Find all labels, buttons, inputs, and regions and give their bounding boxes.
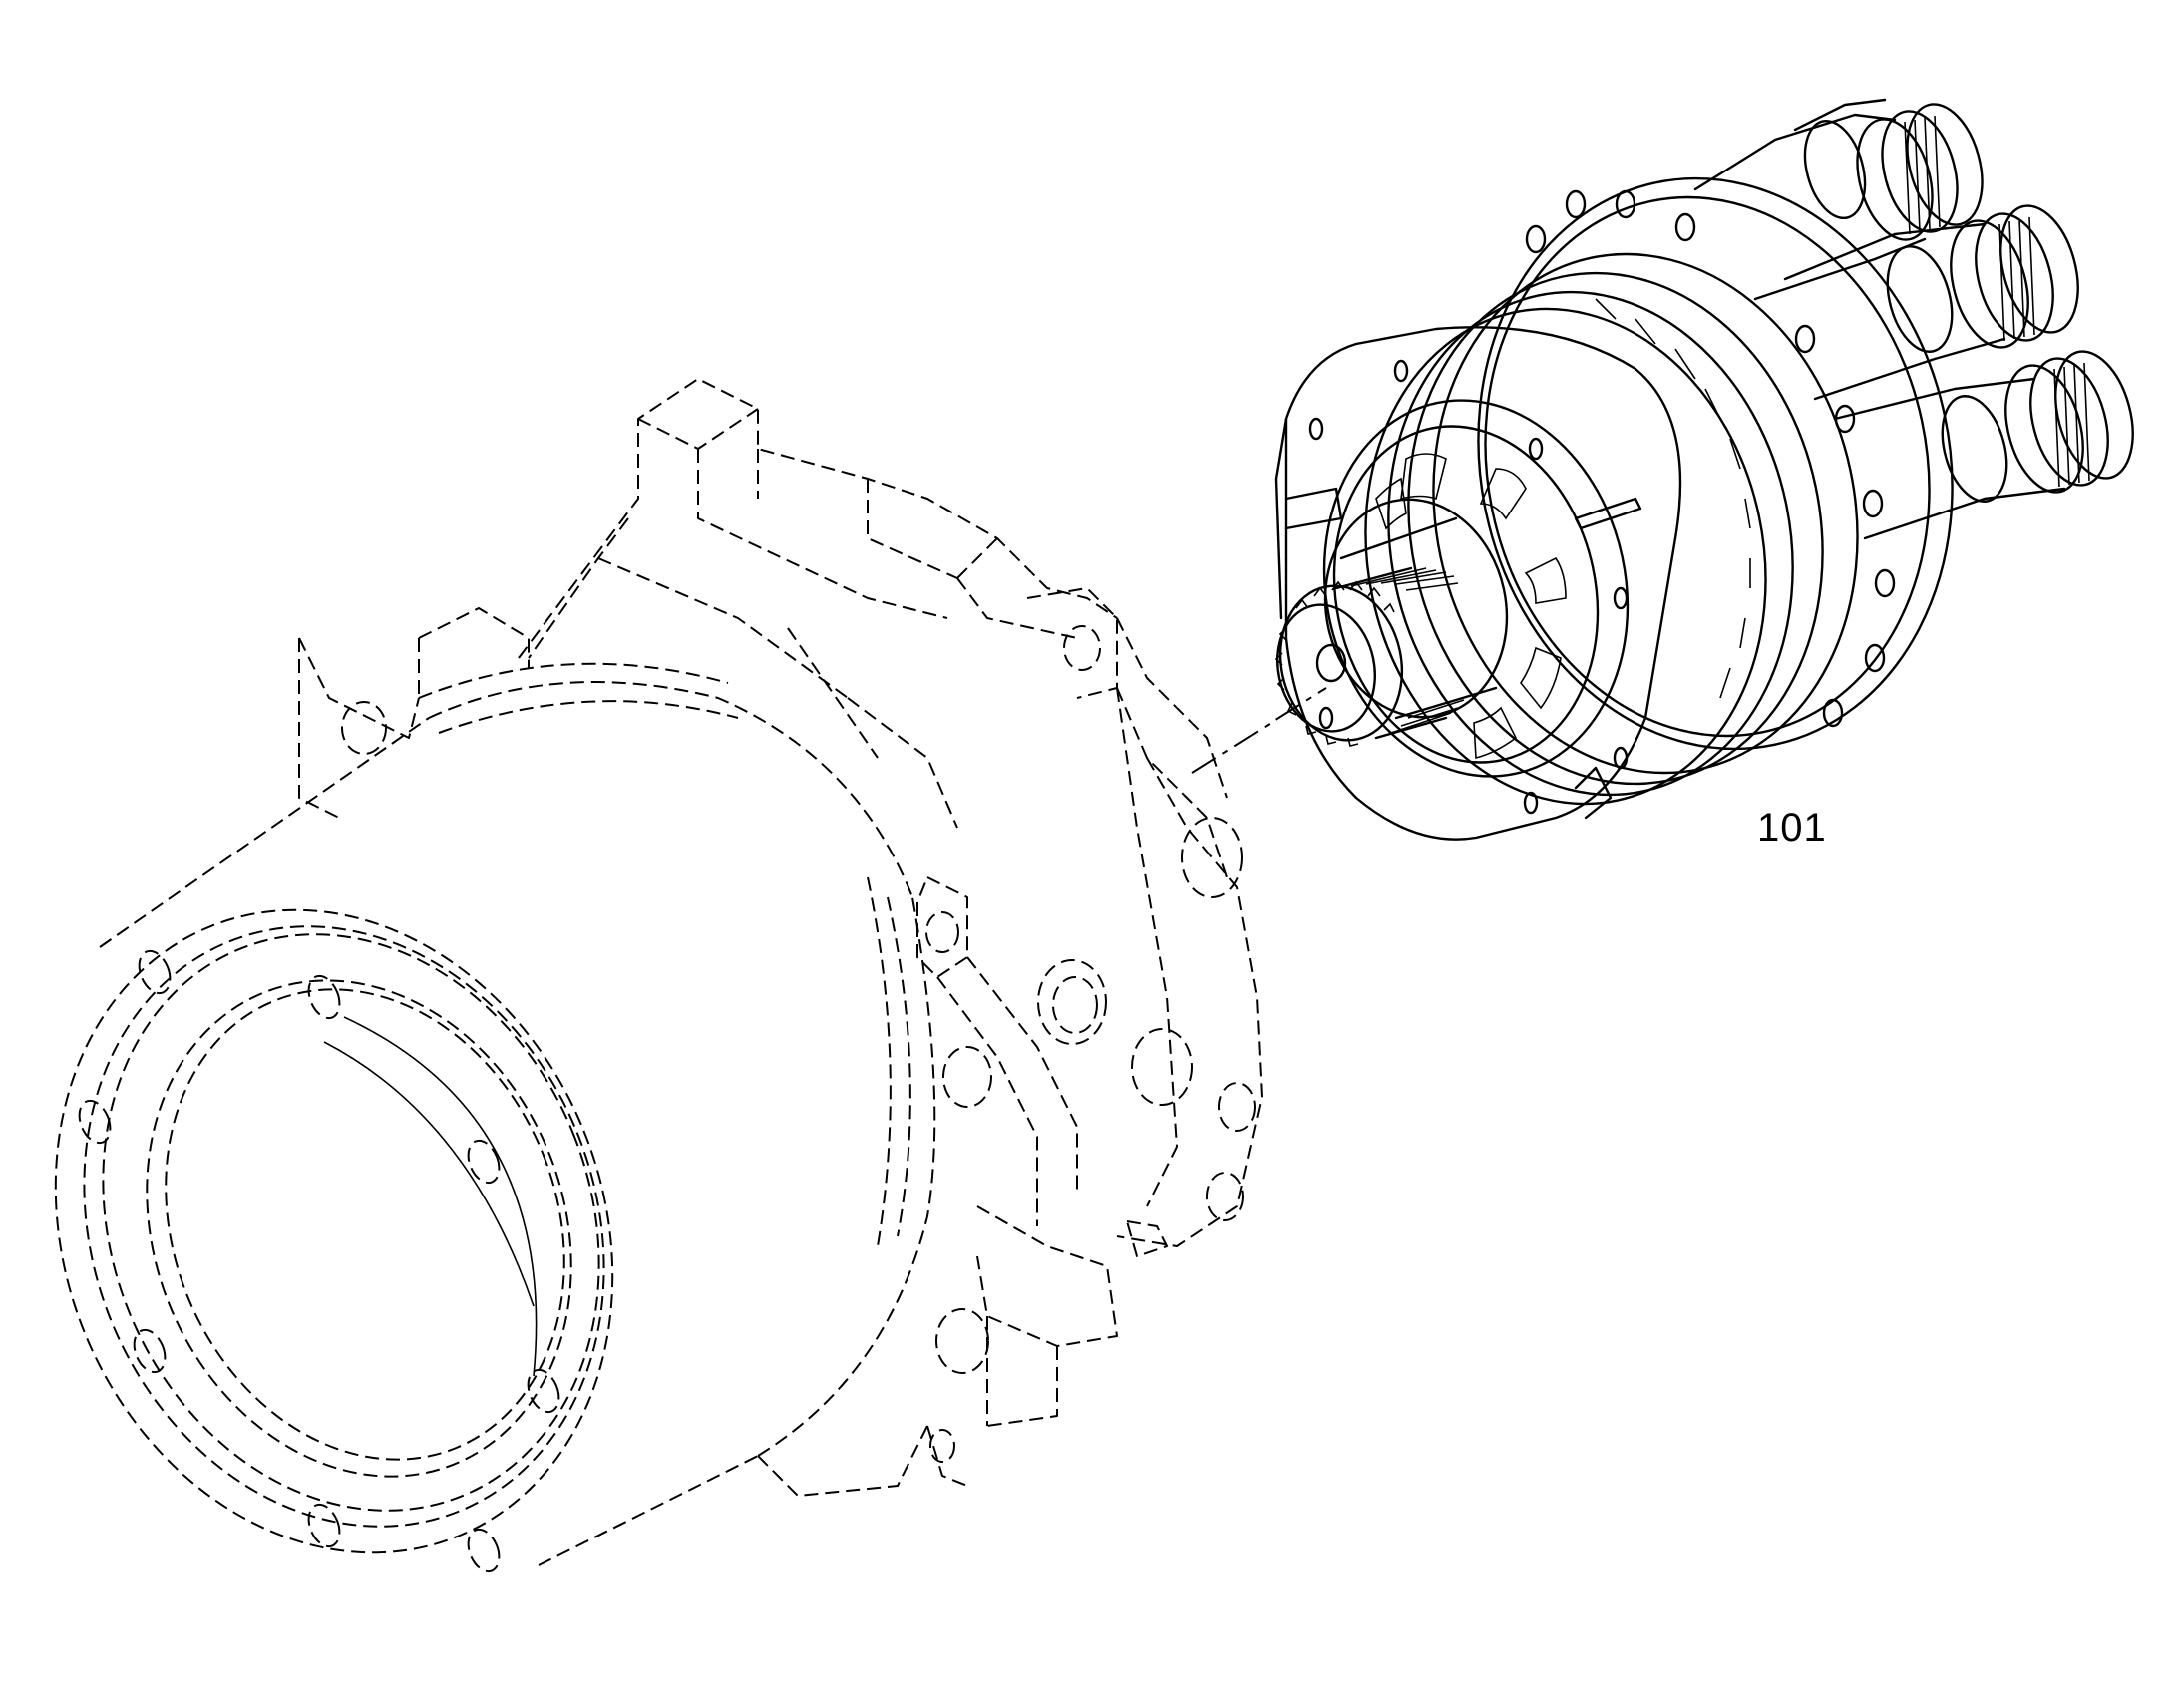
hydraulic-ports xyxy=(1693,98,2134,540)
assembly-center-line xyxy=(1191,687,1327,774)
bearing-rollers xyxy=(1595,298,1751,699)
hydraulic-motor-101 xyxy=(1274,98,2134,841)
gearbox-housing-phantom xyxy=(54,378,1263,1573)
splined-output-shaft xyxy=(1274,566,1465,747)
rear-flange-bolt-holes xyxy=(1525,189,1896,728)
tapered-bearing-rollers xyxy=(1375,453,1567,760)
part-callout-101: 101 xyxy=(1757,806,1827,850)
